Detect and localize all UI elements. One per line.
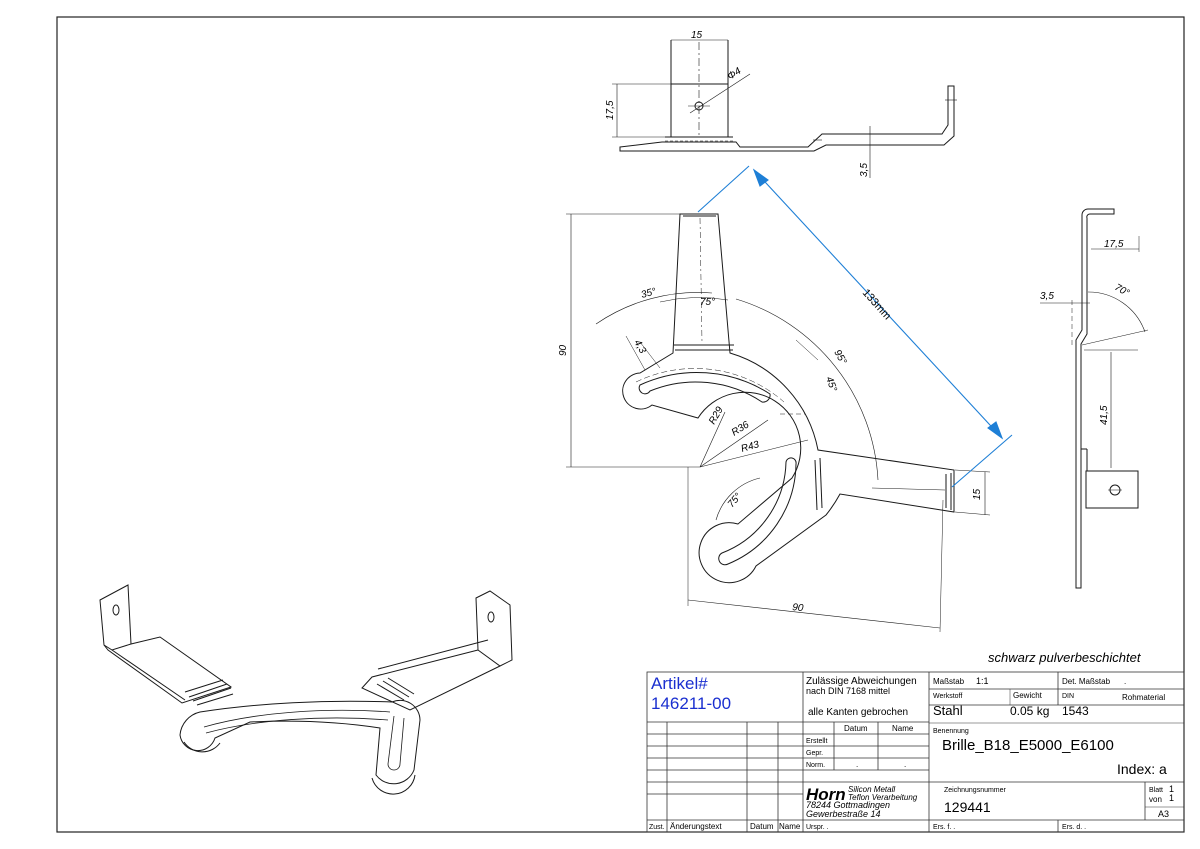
- finish-note: schwarz pulverbeschichtet: [988, 650, 1142, 665]
- werkstoff-label: Werkstoff: [933, 693, 962, 700]
- dim-main-width: 90: [792, 602, 805, 614]
- von-label: von: [1149, 795, 1162, 804]
- benennung-value: Brille_B18_E5000_E6100: [942, 737, 1114, 754]
- dim-diagonal: 133mm: [860, 287, 893, 322]
- top-view: [612, 39, 957, 178]
- dim-angle-45: 45°: [823, 375, 839, 393]
- zust-label: Zust.: [649, 824, 665, 831]
- tolerance-line1: Zulässige Abweichungen: [806, 676, 917, 687]
- tolerance-line2: nach DIN 7168 mittel: [806, 686, 890, 696]
- company-line1: Silicon Metall: [848, 785, 895, 794]
- sheet-frame: [56, 16, 1185, 833]
- massstab-value: 1:1: [976, 676, 989, 686]
- name-header: Name: [892, 724, 914, 733]
- artikel-label: Artikel#: [651, 674, 708, 693]
- dim-tab-width: 15: [972, 488, 983, 500]
- title-block: [646, 671, 1185, 833]
- dim-side-41-5: 41,5: [1099, 405, 1110, 425]
- dim-top-width: 15: [691, 30, 703, 41]
- norm-dot-1: .: [856, 760, 858, 769]
- din-value: 1543: [1062, 704, 1089, 718]
- din-label: DIN: [1062, 693, 1074, 700]
- datum-header: Datum: [844, 724, 868, 733]
- dim-angle-35: 35°: [640, 286, 657, 301]
- rohmaterial-label: Rohmaterial: [1122, 693, 1165, 702]
- gepr-label: Gepr.: [806, 750, 823, 757]
- edges-note: alle Kanten gebrochen: [808, 707, 908, 718]
- dim-slot-width: 4,3: [631, 338, 648, 356]
- massstab-label: Maßstab: [933, 677, 965, 686]
- von-value: 1: [1169, 793, 1174, 803]
- urspr-label: Urspr. .: [806, 824, 829, 831]
- det-massstab-value: .: [1124, 677, 1126, 686]
- dim-main-height: 90: [558, 344, 569, 356]
- dim-angle-95: 95°: [831, 348, 848, 367]
- main-view: [566, 213, 991, 633]
- format-label: A3: [1158, 809, 1169, 819]
- dim-angle-75-top: 75°: [700, 297, 715, 308]
- artikel-value: 146211-00: [651, 694, 731, 713]
- ers-d-label: Ers. d. .: [1062, 824, 1086, 831]
- dim-r43: R43: [740, 439, 761, 455]
- company-name: Horn: [806, 785, 846, 804]
- zeichnungsnummer-value: 129441: [944, 799, 991, 815]
- blatt-label: Blatt: [1149, 787, 1163, 794]
- company-city: 78244 Gottmadingen: [806, 800, 890, 810]
- dim-top-height: 17,5: [605, 100, 616, 120]
- isometric-view: [99, 584, 513, 795]
- norm-dot-2: .: [904, 760, 906, 769]
- zeichnungsnummer-label: Zeichnungsnummer: [944, 787, 1007, 794]
- dim-r36: R36: [730, 419, 752, 438]
- dim-side-3-5: 3,5: [1040, 291, 1054, 302]
- aenderungstext-label: Änderungstext: [670, 822, 722, 831]
- company-line2: Teflon Verarbeitung: [848, 793, 918, 802]
- norm-label: Norm.: [806, 762, 825, 769]
- index-value: Index: a: [1117, 761, 1167, 777]
- ers-f-label: Ers. f. .: [933, 824, 955, 831]
- dim-angle-75-bottom: 75°: [726, 491, 744, 510]
- gewicht-label: Gewicht: [1013, 691, 1043, 700]
- diagonal-dimension: [697, 165, 1013, 488]
- werkstoff-value: Stahl: [933, 703, 963, 718]
- gewicht-value: 0.05 kg: [1010, 704, 1049, 718]
- side-view: [1040, 208, 1149, 589]
- det-massstab-label: Det. Maßstab: [1062, 677, 1111, 686]
- dim-side-17-5: 17,5: [1104, 239, 1124, 250]
- benennung-label: Benennung: [933, 728, 969, 735]
- datum-footer: Datum: [750, 822, 774, 831]
- dim-side-70: 70°: [1113, 282, 1132, 299]
- name-footer: Name: [779, 822, 801, 831]
- blatt-value: 1: [1169, 784, 1174, 794]
- dim-top-thickness: 3,5: [859, 163, 870, 177]
- company-street: Gewerbestraße 14: [806, 809, 881, 819]
- erstellt-label: Erstellt: [806, 738, 827, 745]
